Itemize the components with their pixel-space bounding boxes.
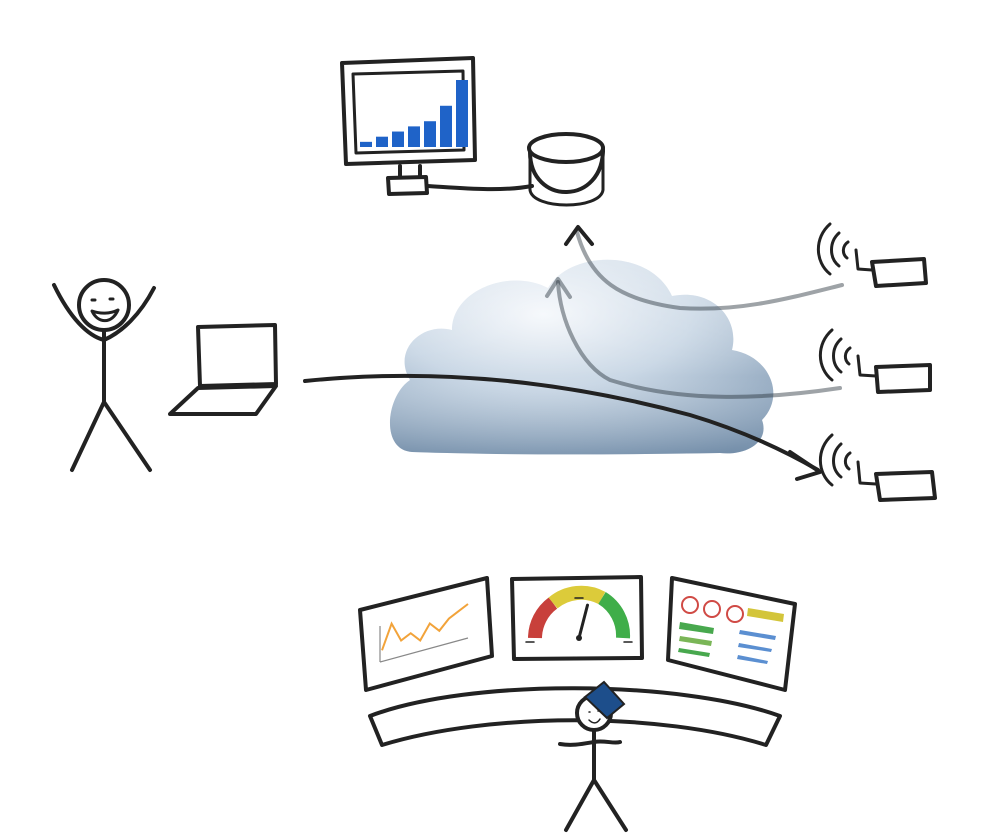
laptop-icon	[168, 323, 278, 416]
laptop-to-sensor-link	[303, 373, 820, 472]
monitor-bar	[392, 131, 404, 147]
operator-icon	[558, 680, 628, 832]
wifi-signal-icon	[818, 328, 852, 382]
happy-person-icon	[52, 278, 156, 472]
monitor-bar	[424, 121, 436, 147]
arrow-to-database-icon	[564, 225, 594, 246]
sensor-icon	[856, 354, 932, 394]
gauge-screen-icon	[510, 575, 644, 661]
control-desk-icon	[368, 686, 782, 747]
monitor-bar	[408, 126, 420, 147]
database-icon	[527, 132, 606, 207]
monitor-bar	[440, 105, 452, 147]
monitor-icon	[340, 56, 477, 196]
sensor-icon	[856, 460, 937, 502]
cloud-icon	[389, 259, 774, 455]
wifi-signal-icon	[818, 433, 852, 487]
sensor-to-database-link-1	[575, 230, 844, 311]
arrow-to-sensor-icon	[788, 450, 822, 481]
gauge-needle	[577, 603, 589, 640]
sensor-to-database-link-2	[556, 280, 842, 399]
monitor-bar	[456, 80, 468, 147]
arrow-into-cloud-icon	[545, 277, 572, 299]
monitor-bar-chart	[360, 80, 468, 147]
line-chart-screen-icon	[358, 576, 494, 692]
line-chart-line	[381, 603, 469, 651]
monitor-bar	[376, 136, 388, 147]
wifi-signal-icon	[816, 222, 850, 276]
sensor-icon	[854, 248, 928, 288]
dashboard-screen-icon	[666, 576, 797, 692]
monitor-database-link	[425, 184, 534, 192]
monitor-bar	[360, 141, 372, 147]
